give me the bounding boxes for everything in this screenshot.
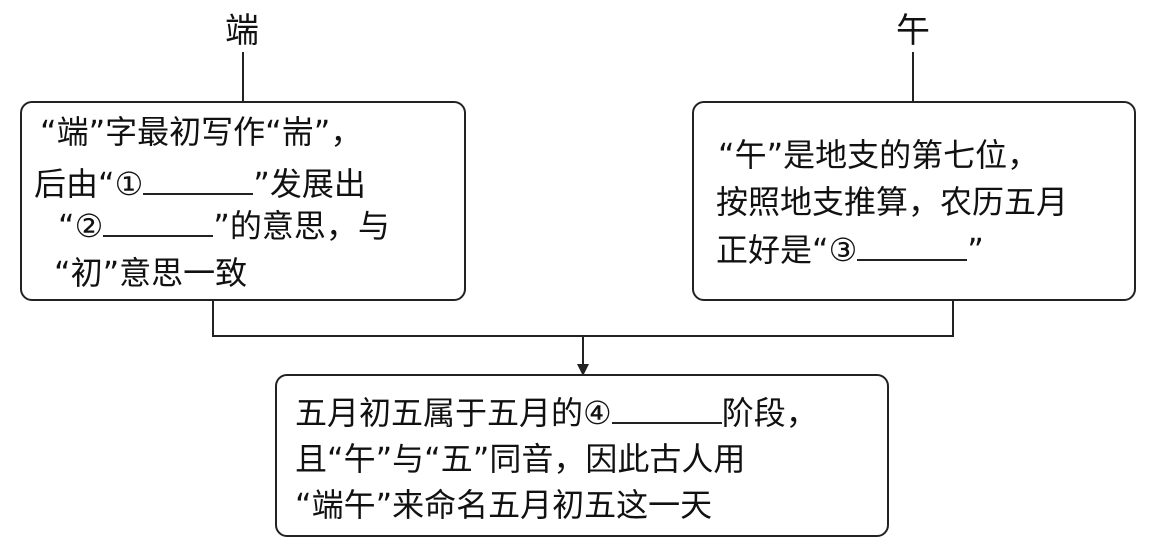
wu-line-2: 按照地支推算，农历五月 bbox=[716, 183, 1069, 221]
answer-blank-3[interactable] bbox=[857, 233, 968, 261]
box-duan-explanation: “端”字最初写作“耑”， 后由“①”发展出 “②”的意思，与 “初”意思一致 bbox=[20, 101, 466, 301]
duan-line-3: “②”的意思，与 bbox=[58, 207, 390, 245]
blank-marker-2: ② bbox=[74, 207, 104, 245]
duan-line-1: “端”字最初写作“耑”， bbox=[40, 113, 363, 151]
merge-bracket-line bbox=[212, 300, 954, 337]
header-duan: 端 bbox=[225, 11, 259, 51]
header-wu: 午 bbox=[896, 11, 930, 51]
answer-blank-2[interactable] bbox=[103, 209, 214, 237]
answer-blank-1[interactable] bbox=[143, 167, 254, 195]
wu-line-3: 正好是“③” bbox=[716, 231, 984, 269]
conclusion-line-3: “端午”来命名五月初五这一天 bbox=[295, 486, 713, 524]
duan-line-4: “初”意思一致 bbox=[54, 254, 248, 292]
wu-line-1: “午”是地支的第七位， bbox=[718, 136, 1040, 174]
arrow-head-icon bbox=[577, 364, 589, 376]
box-wu-explanation: “午”是地支的第七位， 按照地支推算，农历五月 正好是“③” bbox=[692, 101, 1136, 301]
blank-marker-3: ③ bbox=[828, 231, 858, 269]
blank-marker-1: ① bbox=[114, 165, 144, 203]
answer-blank-4[interactable] bbox=[611, 396, 722, 424]
conclusion-line-2: 且“午”与“五”同音，因此古人用 bbox=[295, 440, 746, 478]
duan-line-2: 后由“①”发展出 bbox=[34, 165, 366, 203]
blank-marker-4: ④ bbox=[583, 394, 612, 432]
